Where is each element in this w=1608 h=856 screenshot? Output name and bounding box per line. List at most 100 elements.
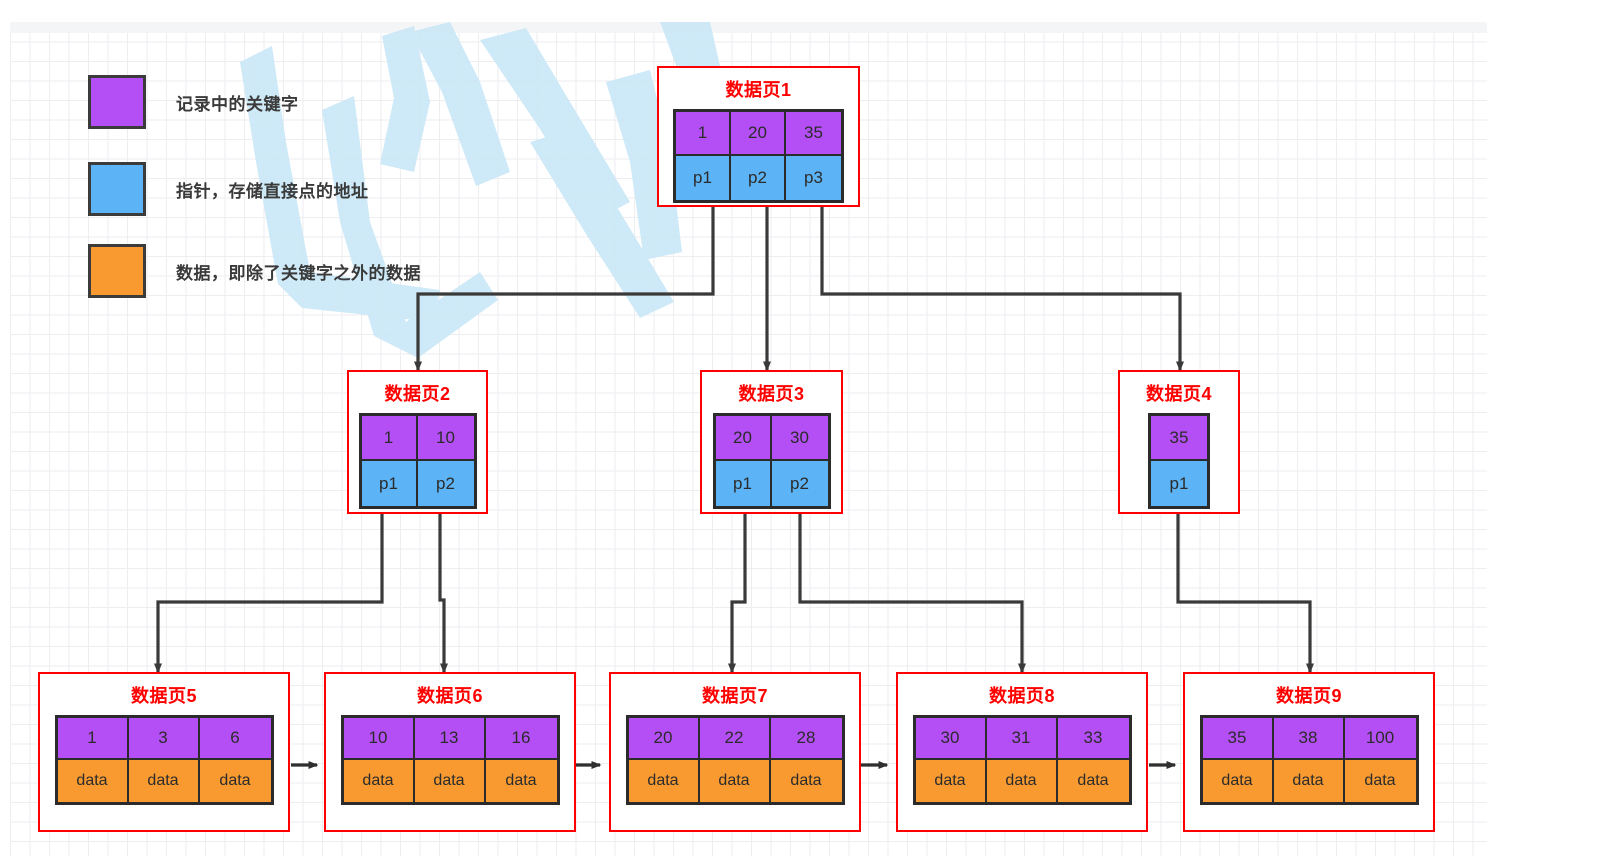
canvas-top-band: [10, 22, 1487, 33]
data-cell: data: [1344, 760, 1416, 802]
key-row-page5: 1 3 6: [57, 718, 271, 760]
cell-grid-page5: 1 3 6 data data data: [54, 715, 274, 805]
key-row-page2: 1 10: [361, 416, 474, 461]
data-cell: data: [199, 760, 271, 802]
edge-page4p1-page9: [1176, 514, 1314, 674]
data-cell: data: [343, 760, 415, 802]
pointer-cell[interactable]: p2: [417, 461, 474, 506]
page-node-page5[interactable]: 数据页5 1 3 6 data data data: [38, 672, 290, 832]
cell-grid-page4: 35 p1: [1148, 413, 1210, 509]
page-title-page6: 数据页6: [416, 686, 483, 706]
data-swatch: [88, 244, 146, 298]
key-cell: 22: [699, 718, 771, 760]
key-cell: 30: [771, 416, 828, 461]
key-cell: 35: [786, 112, 841, 156]
pointer-cell[interactable]: p1: [361, 461, 418, 506]
page-title-page4: 数据页4: [1145, 384, 1212, 404]
key-row-page1: 1 20 35: [676, 112, 841, 156]
cell-grid-page9: 35 38 100 data data data: [1199, 715, 1419, 805]
cell-grid-page2: 1 10 p1 p2: [358, 413, 477, 509]
key-cell: 6: [199, 718, 271, 760]
data-cell: data: [128, 760, 200, 802]
pointer-cell[interactable]: p2: [771, 461, 828, 506]
key-cell: 35: [1151, 416, 1207, 461]
key-cell: 20: [628, 718, 700, 760]
data-cell: data: [1057, 760, 1129, 802]
data-row-page7: data data data: [628, 760, 842, 802]
pointer-cell[interactable]: p1: [676, 156, 731, 200]
key-cell: 31: [986, 718, 1058, 760]
page-node-page8[interactable]: 数据页8 30 31 33 data data data: [896, 672, 1148, 832]
data-cell: data: [628, 760, 700, 802]
data-cell: data: [414, 760, 486, 802]
data-cell: data: [699, 760, 771, 802]
pointer-cell[interactable]: p1: [715, 461, 772, 506]
page-title-page5: 数据页5: [130, 686, 197, 706]
page-node-page3[interactable]: 数据页3 20 30 p1 p2: [700, 370, 843, 514]
data-cell: data: [1202, 760, 1274, 802]
pointer-cell[interactable]: p2: [731, 156, 786, 200]
cell-grid-page8: 30 31 33 data data data: [912, 715, 1132, 805]
key-cell: 33: [1057, 718, 1129, 760]
key-cell: 3: [128, 718, 200, 760]
diagram-canvas: 记录中的关键字 指针，存储直接点的地址 数据，即除了关键字之外的数据 数据页1 …: [10, 22, 1487, 856]
pointer-cell[interactable]: p1: [1151, 461, 1207, 506]
page-title-page3: 数据页3: [738, 384, 805, 404]
key-cell: 30: [915, 718, 987, 760]
cell-grid-page7: 20 22 28 data data data: [625, 715, 845, 805]
key-row-page4: 35: [1151, 416, 1207, 461]
key-cell: 13: [414, 718, 486, 760]
edge-page1p1-page2: [414, 207, 715, 372]
pointer-row-page3: p1 p2: [715, 461, 828, 506]
legend-item-pointer: 指针，存储直接点的地址: [88, 162, 369, 216]
data-cell: data: [770, 760, 842, 802]
pointer-cell[interactable]: p3: [786, 156, 841, 200]
page-node-page6[interactable]: 数据页6 10 13 16 data data data: [324, 672, 576, 832]
key-cell: 1: [57, 718, 129, 760]
page-node-page2[interactable]: 数据页2 1 10 p1 p2: [347, 370, 488, 514]
key-cell: 38: [1273, 718, 1345, 760]
key-cell: 20: [731, 112, 786, 156]
pointer-row-page4: p1: [1151, 461, 1207, 506]
key-row-page6: 10 13 16: [343, 718, 557, 760]
edge-page2p1-page5: [154, 514, 384, 674]
data-row-page9: data data data: [1202, 760, 1416, 802]
legend-label-data: 数据，即除了关键字之外的数据: [176, 263, 421, 283]
data-row-page6: data data data: [343, 760, 557, 802]
edge-page1p3-page4: [820, 207, 1184, 372]
page-node-page1[interactable]: 数据页1 1 20 35 p1 p2 p3: [657, 66, 860, 207]
key-swatch: [88, 75, 146, 129]
key-cell: 1: [676, 112, 731, 156]
page-node-page7[interactable]: 数据页7 20 22 28 data data data: [609, 672, 861, 832]
pointer-row-page2: p1 p2: [361, 461, 474, 506]
edge-page2p2-page6: [438, 514, 448, 674]
key-cell: 16: [485, 718, 557, 760]
key-cell: 35: [1202, 718, 1274, 760]
key-cell: 20: [715, 416, 772, 461]
page-title-page8: 数据页8: [988, 686, 1055, 706]
page-node-page9[interactable]: 数据页9 35 38 100 data data data: [1183, 672, 1435, 832]
data-cell: data: [986, 760, 1058, 802]
cell-grid-page6: 10 13 16 data data data: [340, 715, 560, 805]
page-title-page1: 数据页1: [725, 80, 792, 100]
legend-label-key: 记录中的关键字: [176, 94, 299, 114]
data-cell: data: [485, 760, 557, 802]
key-row-page7: 20 22 28: [628, 718, 842, 760]
key-row-page8: 30 31 33: [915, 718, 1129, 760]
cell-grid-page1: 1 20 35 p1 p2 p3: [673, 109, 844, 203]
key-cell: 100: [1344, 718, 1416, 760]
data-cell: data: [1273, 760, 1345, 802]
page-title-page9: 数据页9: [1275, 686, 1342, 706]
data-row-page5: data data data: [57, 760, 271, 802]
edge-page3p1-page7: [728, 514, 747, 674]
page-title-page7: 数据页7: [701, 686, 768, 706]
page-node-page4[interactable]: 数据页4 35 p1: [1118, 370, 1240, 514]
key-row-page3: 20 30: [715, 416, 828, 461]
key-row-page9: 35 38 100: [1202, 718, 1416, 760]
key-cell: 1: [361, 416, 418, 461]
data-cell: data: [57, 760, 129, 802]
pointer-row-page1: p1 p2 p3: [676, 156, 841, 200]
legend-item-key: 记录中的关键字: [88, 75, 299, 129]
pointer-swatch: [88, 162, 146, 216]
